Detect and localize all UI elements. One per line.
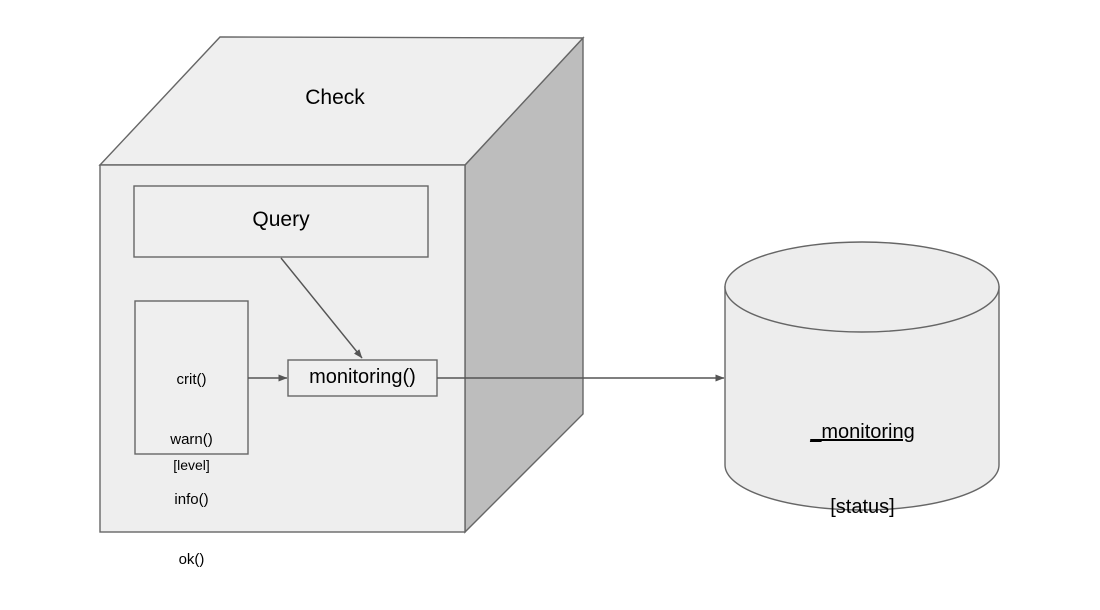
datastore-subtitle: [status] [830, 496, 895, 518]
datastore-name: _monitoring [810, 421, 915, 443]
level-item-crit: crit() [176, 371, 207, 388]
datastore-cylinder-top [724, 241, 1000, 333]
level-item-info: info() [174, 491, 209, 508]
level-item-ok: ok() [178, 551, 205, 568]
diagram-svg [98, 36, 1000, 534]
level-item-warn: warn() [170, 431, 213, 448]
level-items-list: crit() warn() info() ok() [135, 330, 248, 610]
query-box-label: Query [252, 208, 310, 231]
cube-title-label: Check [305, 86, 365, 109]
diagram-canvas: Check Query crit() warn() info() ok() [l… [98, 36, 1000, 568]
query-box[interactable] [133, 185, 429, 258]
level-box-caption: [level] [173, 457, 210, 473]
connector-query-to-monitoring [280, 257, 363, 359]
datastore-label: _monitoring [status] [770, 370, 955, 570]
monitoring-function-label: monitoring() [309, 366, 416, 388]
datastore-cylinder-body[interactable] [724, 286, 1000, 511]
